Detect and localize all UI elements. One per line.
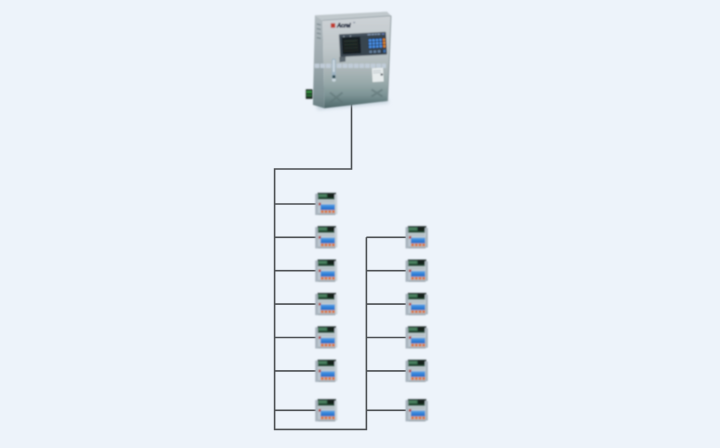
svg-text:Acrel: Acrel xyxy=(336,24,351,30)
